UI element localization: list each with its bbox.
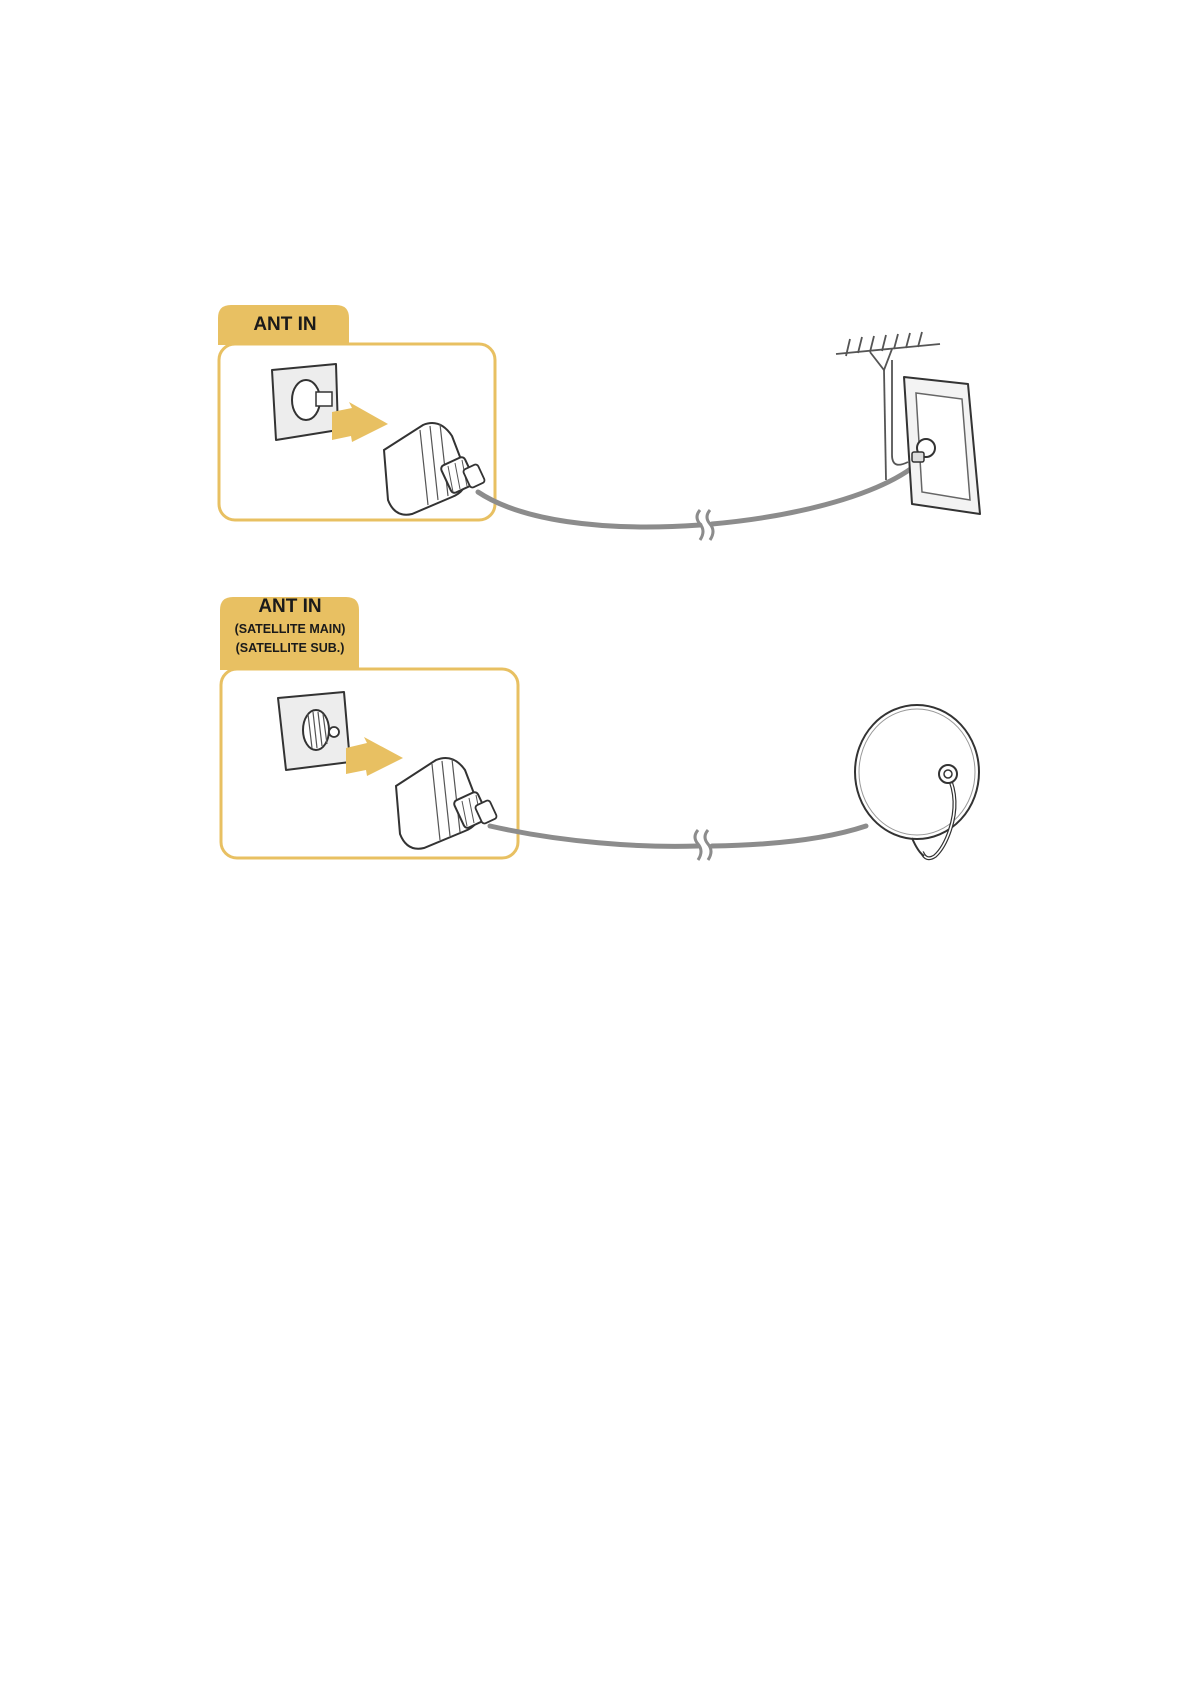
satellite-sub-label: (SATELLITE SUB.) — [214, 639, 366, 658]
terrestrial-connection — [218, 305, 980, 540]
ant-in-satellite-label: ANT IN — [220, 596, 360, 618]
cable-break-satellite-icon — [695, 830, 711, 860]
cable-break-icon — [697, 510, 713, 540]
satellite-cable-far — [712, 826, 866, 846]
satellite-dish-icon — [855, 705, 979, 858]
antenna-cable — [478, 492, 700, 527]
satellite-sublabels: (SATELLITE MAIN) (SATELLITE SUB.) — [214, 620, 366, 658]
wall-outlet-icon — [904, 377, 980, 514]
ant-in-label: ANT IN — [220, 314, 350, 336]
tv-antenna-port-icon — [272, 364, 338, 440]
antenna-cable-far — [712, 468, 912, 524]
satellite-cable — [490, 826, 698, 846]
satellite-main-label: (SATELLITE MAIN) — [214, 620, 366, 639]
satellite-port-icon — [278, 692, 350, 770]
